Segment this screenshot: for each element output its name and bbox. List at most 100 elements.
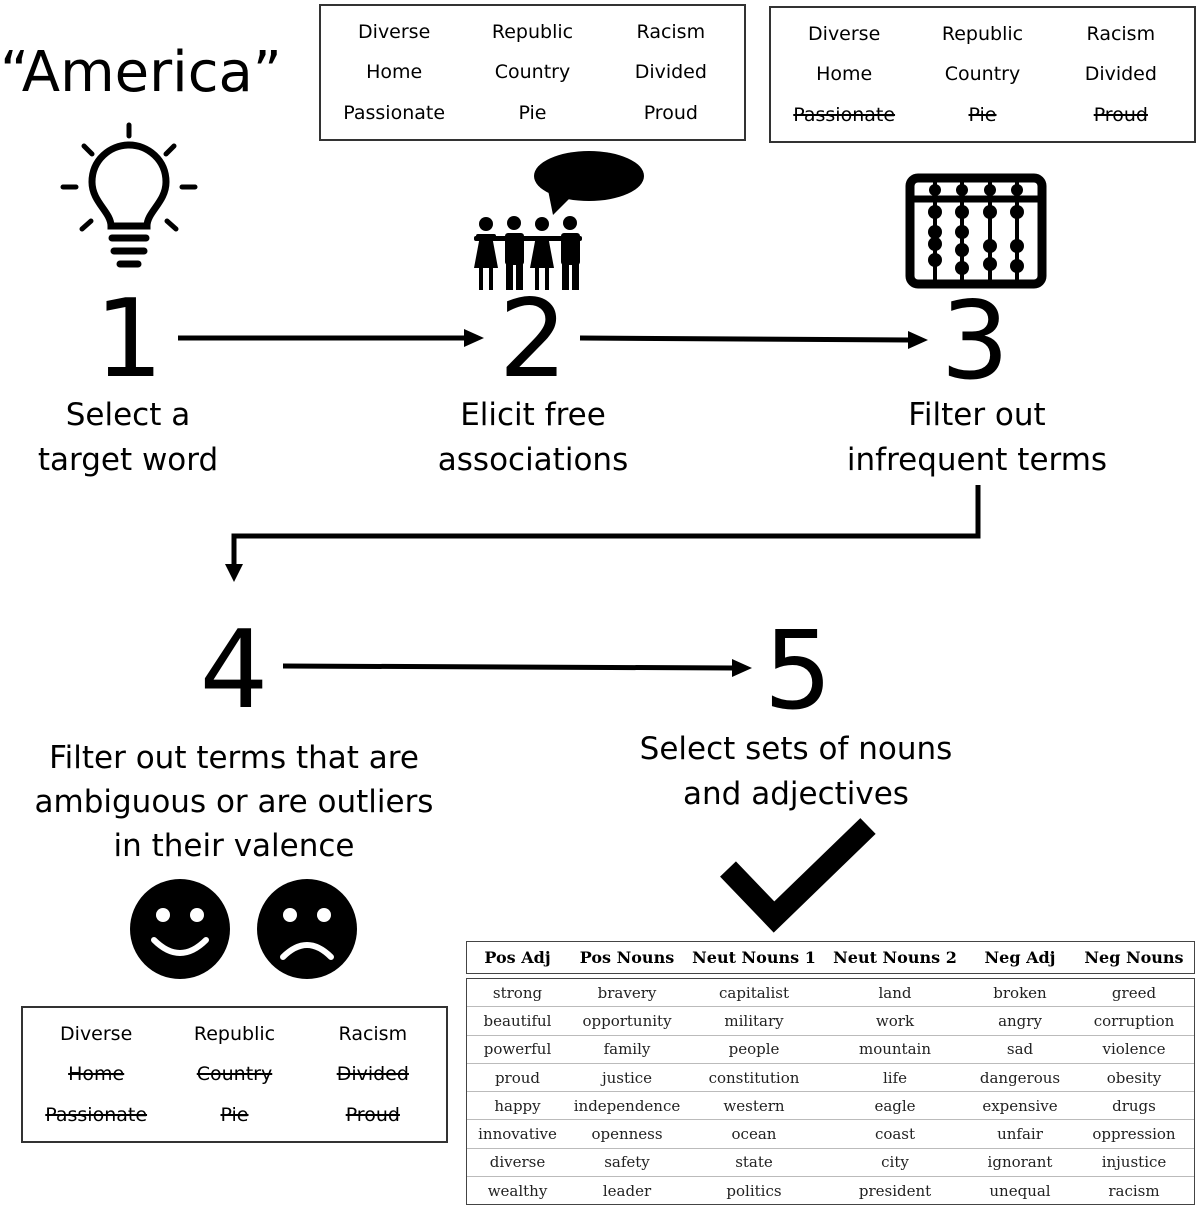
table-cell: safety <box>604 1153 650 1172</box>
table-cell: unequal <box>989 1181 1051 1200</box>
step-2-number: 2 <box>498 277 568 402</box>
step-4-label: Filter out terms that are ambiguous or a… <box>34 740 434 864</box>
word-item: Republic <box>941 23 1024 46</box>
table-cell: state <box>735 1153 773 1172</box>
table-cell: politics <box>726 1181 782 1200</box>
table-header-cell: Pos Nouns <box>579 948 675 967</box>
table-cell: injustice <box>1101 1153 1167 1172</box>
sad-face-icon <box>257 879 357 979</box>
step-5-label: Select sets of nouns and adjectives <box>639 731 953 812</box>
word-item: Pie <box>518 101 547 124</box>
word-item: Country <box>196 1063 273 1086</box>
table-cell: proud <box>494 1068 541 1087</box>
table-cell: ocean <box>731 1125 777 1144</box>
table-cell: happy <box>494 1096 541 1115</box>
table-cell: dangerous <box>979 1068 1061 1087</box>
word-item: Divided <box>1084 63 1157 86</box>
table-cell: violence <box>1102 1040 1166 1059</box>
table-cell: oppression <box>1092 1125 1176 1144</box>
table-cell: constitution <box>708 1068 800 1087</box>
table-cell: greed <box>1111 983 1157 1002</box>
word-item: Divided <box>336 1063 409 1086</box>
word-item: Pie <box>968 103 997 126</box>
table-row: innovative openness ocean coast unfair oppres… <box>467 1120 1194 1149</box>
word-item: Diverse <box>60 1023 133 1046</box>
word-item: Divided <box>634 61 707 84</box>
table-cell: justice <box>601 1068 653 1087</box>
happy-face-icon <box>130 879 230 979</box>
table-body: strong bravery capitalist land broken greed be… <box>466 978 1195 1206</box>
table-header-cell: Neut Nouns 1 <box>692 948 816 967</box>
table-cell: capitalist <box>718 983 790 1002</box>
abacus-icon <box>905 173 1047 289</box>
table-cell: openness <box>591 1125 663 1144</box>
table-cell: expensive <box>982 1096 1058 1115</box>
step-1-label: Select a target word <box>37 397 219 478</box>
table-header-cell: Neg Adj <box>984 948 1056 967</box>
arrow-4-to-5 <box>282 659 752 677</box>
table-cell: unfair <box>997 1125 1043 1144</box>
table-cell: land <box>878 983 912 1002</box>
table-cell: eagle <box>874 1096 916 1115</box>
target-word-title: “America” <box>0 40 282 105</box>
table-cell: military <box>724 1011 784 1030</box>
people-speech-icon <box>474 151 644 290</box>
table-cell: city <box>881 1153 909 1172</box>
table-cell: president <box>858 1181 932 1200</box>
word-item: Diverse <box>358 21 431 44</box>
table-cell: western <box>723 1096 785 1115</box>
arrow-3-to-4 <box>225 485 981 582</box>
word-item: Passionate <box>793 103 896 126</box>
table-cell: broken <box>993 983 1047 1002</box>
table-cell: bravery <box>597 983 657 1002</box>
step-2-label: Elicit free associations <box>437 397 629 478</box>
table-cell: life <box>882 1068 908 1087</box>
word-item: Proud <box>1093 103 1148 126</box>
table-cell: powerful <box>483 1040 552 1059</box>
word-item: Republic <box>491 21 574 44</box>
word-item: Diverse <box>808 23 881 46</box>
step-4-number: 4 <box>199 608 269 733</box>
word-item: Home <box>366 61 423 84</box>
word-item: Racism <box>636 21 706 44</box>
table-header-cell: Neut Nouns 2 <box>833 948 957 967</box>
table-header-cell: Neg Nouns <box>1084 948 1184 967</box>
word-item: Pie <box>220 1103 249 1126</box>
table-cell: sad <box>1006 1040 1034 1059</box>
table-cell: wealthy <box>487 1181 548 1200</box>
word-item: Proud <box>345 1103 400 1126</box>
step-1-number: 1 <box>94 277 164 402</box>
word-item: Republic <box>193 1023 276 1046</box>
table-cell: corruption <box>1093 1011 1175 1030</box>
step-3-number: 3 <box>940 279 1010 404</box>
table-cell: strong <box>492 983 543 1002</box>
word-item: Passionate <box>343 101 446 124</box>
table-cell: drugs <box>1112 1096 1156 1115</box>
table-cell: coast <box>874 1125 916 1144</box>
table-cell: mountain <box>858 1040 931 1059</box>
table-cell: racism <box>1108 1181 1160 1200</box>
checkmark-icon <box>720 818 876 933</box>
lightbulb-icon <box>60 122 198 268</box>
table-cell: family <box>603 1040 651 1059</box>
word-item: Home <box>816 63 873 86</box>
step-5-number: 5 <box>763 609 833 734</box>
word-item: Country <box>944 63 1021 86</box>
word-item: Proud <box>643 101 698 124</box>
table-row: strong bravery capitalist land broken greed <box>467 979 1194 1008</box>
word-item: Racism <box>1086 23 1156 46</box>
table-cell: obesity <box>1106 1068 1162 1087</box>
table-cell: innovative <box>478 1125 557 1144</box>
word-item: Passionate <box>45 1103 148 1126</box>
